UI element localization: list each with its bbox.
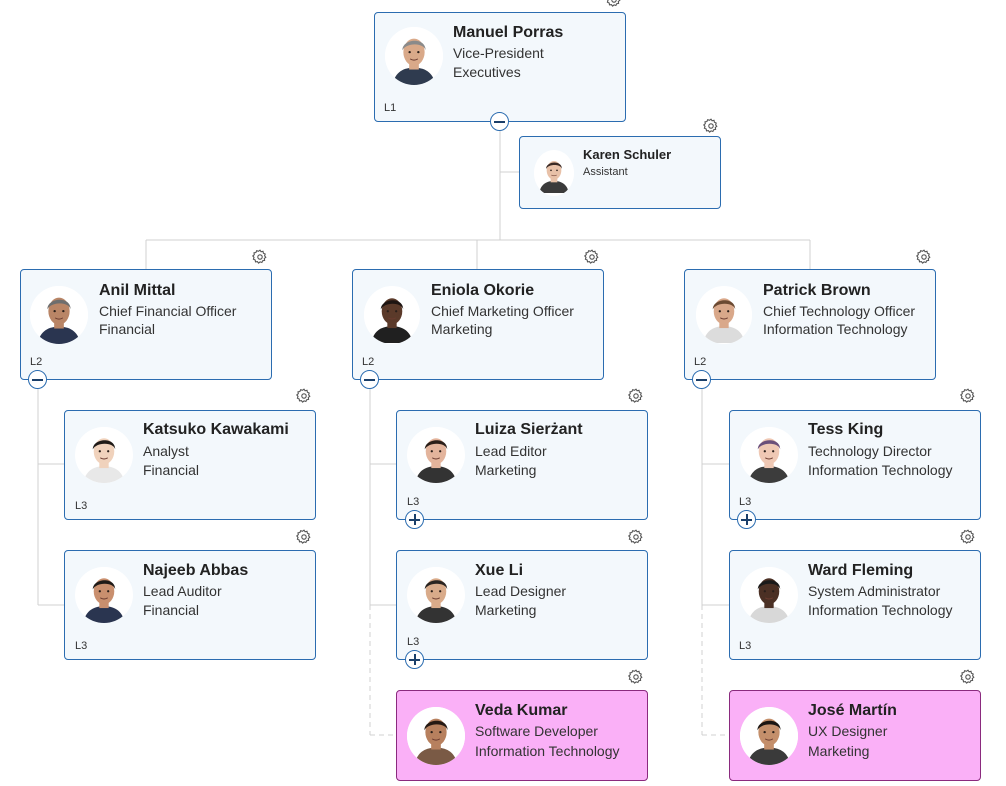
employee-department: Information Technology: [808, 602, 953, 618]
employee-name: Anil Mittal: [99, 282, 176, 299]
settings-gear-icon[interactable]: [626, 667, 646, 687]
org-card-kumar[interactable]: Veda Kumar Software Developer Informatio…: [396, 690, 648, 781]
avatar-schuler: [534, 150, 574, 196]
employee-name: Manuel Porras: [453, 24, 564, 41]
settings-gear-icon[interactable]: [626, 386, 646, 406]
expand-toggle-king[interactable]: [737, 510, 756, 529]
level-label: L2: [362, 356, 375, 368]
employee-department: Executives: [453, 64, 521, 80]
avatar-abbas: [75, 567, 133, 623]
collapse-toggle-porras[interactable]: [490, 112, 509, 131]
org-card-li[interactable]: Xue Li Lead Designer Marketing L3: [396, 550, 648, 660]
employee-title: Vice-President: [453, 45, 544, 61]
org-card-martin[interactable]: José Martín UX Designer Marketing: [729, 690, 981, 781]
level-label: L3: [739, 496, 752, 508]
settings-gear-icon[interactable]: [582, 247, 602, 267]
employee-title: Lead Auditor: [143, 583, 222, 599]
settings-gear-icon[interactable]: [294, 527, 314, 547]
avatar-kumar: [407, 707, 465, 765]
employee-name: Ward Fleming: [808, 562, 914, 579]
avatar-martin: [740, 707, 798, 765]
employee-department: Information Technology: [808, 462, 953, 478]
employee-name: Veda Kumar: [475, 702, 568, 719]
settings-gear-icon[interactable]: [250, 247, 270, 267]
level-label: L2: [30, 356, 43, 368]
settings-gear-icon[interactable]: [914, 247, 934, 267]
level-label: L3: [75, 640, 88, 652]
employee-title: Technology Director: [808, 443, 932, 459]
employee-name: José Martín: [808, 702, 897, 719]
avatar-mittal: [30, 286, 88, 344]
employee-name: Patrick Brown: [763, 282, 871, 299]
employee-name: Karen Schuler: [583, 147, 672, 162]
avatar-fleming: [740, 567, 798, 623]
avatar-okorie: [364, 286, 420, 344]
employee-title: System Administrator: [808, 583, 941, 599]
employee-title: Chief Technology Officer: [763, 303, 916, 319]
employee-name: Eniola Okorie: [431, 282, 535, 299]
level-label: L1: [384, 102, 397, 114]
employee-title: Chief Financial Officer: [99, 303, 237, 319]
org-card-kawakami[interactable]: Katsuko Kawakami Analyst Financial L3: [64, 410, 316, 520]
avatar-li: [407, 567, 465, 623]
employee-department: Information Technology: [763, 321, 908, 337]
expand-toggle-sierzant[interactable]: [405, 510, 424, 529]
settings-gear-icon[interactable]: [958, 667, 978, 687]
employee-name: Luiza Sierżant: [475, 421, 583, 438]
employee-title: UX Designer: [808, 723, 888, 739]
employee-name: Tess King: [808, 421, 884, 438]
org-card-sierzant[interactable]: Luiza Sierżant Lead Editor Marketing L3: [396, 410, 648, 520]
employee-title: Lead Designer: [475, 583, 567, 599]
collapse-toggle-brown[interactable]: [692, 370, 711, 389]
employee-department: Financial: [99, 321, 156, 337]
avatar-sierzant: [407, 427, 465, 483]
avatar-brown: [696, 286, 752, 344]
org-card-abbas[interactable]: Najeeb Abbas Lead Auditor Financial L3: [64, 550, 316, 660]
employee-department: Marketing: [475, 602, 537, 618]
avatar-kawakami: [75, 427, 133, 483]
level-label: L2: [694, 356, 707, 368]
org-card-king[interactable]: Tess King Technology Director Informatio…: [729, 410, 981, 520]
settings-gear-icon[interactable]: [294, 386, 314, 406]
org-card-mittal[interactable]: Anil Mittal Chief Financial Officer Fina…: [20, 269, 272, 380]
employee-department: Financial: [143, 602, 200, 618]
avatar-porras: [385, 27, 443, 85]
employee-name: Katsuko Kawakami: [143, 421, 289, 438]
employee-title: Chief Marketing Officer: [431, 303, 574, 319]
org-card-fleming[interactable]: Ward Fleming System Administrator Inform…: [729, 550, 981, 660]
avatar-king: [740, 427, 798, 483]
settings-gear-icon[interactable]: [958, 527, 978, 547]
collapse-toggle-okorie[interactable]: [360, 370, 379, 389]
employee-name: Najeeb Abbas: [143, 562, 249, 579]
settings-gear-icon[interactable]: [626, 527, 646, 547]
employee-title: Assistant: [583, 166, 628, 178]
employee-name: Xue Li: [475, 562, 524, 579]
collapse-toggle-mittal[interactable]: [28, 370, 47, 389]
employee-department: Marketing: [475, 462, 537, 478]
employee-department: Marketing: [808, 743, 870, 759]
org-card-okorie[interactable]: Eniola Okorie Chief Marketing Officer Ma…: [352, 269, 604, 380]
employee-department: Financial: [143, 462, 200, 478]
level-label: L3: [407, 636, 420, 648]
employee-title: Lead Editor: [475, 443, 547, 459]
org-card-brown[interactable]: Patrick Brown Chief Technology Officer I…: [684, 269, 936, 380]
settings-gear-icon[interactable]: [958, 386, 978, 406]
employee-title: Software Developer: [475, 723, 598, 739]
level-label: L3: [75, 500, 88, 512]
employee-title: Analyst: [143, 443, 189, 459]
employee-department: Information Technology: [475, 743, 620, 759]
employee-department: Marketing: [431, 321, 493, 337]
org-card-porras[interactable]: Manuel Porras Vice-President Executives …: [374, 12, 626, 122]
settings-gear-icon[interactable]: [604, 0, 624, 10]
expand-toggle-li[interactable]: [405, 650, 424, 669]
settings-gear-icon[interactable]: [701, 116, 721, 136]
org-card-schuler[interactable]: Karen Schuler Assistant: [519, 136, 721, 209]
level-label: L3: [739, 640, 752, 652]
level-label: L3: [407, 496, 420, 508]
